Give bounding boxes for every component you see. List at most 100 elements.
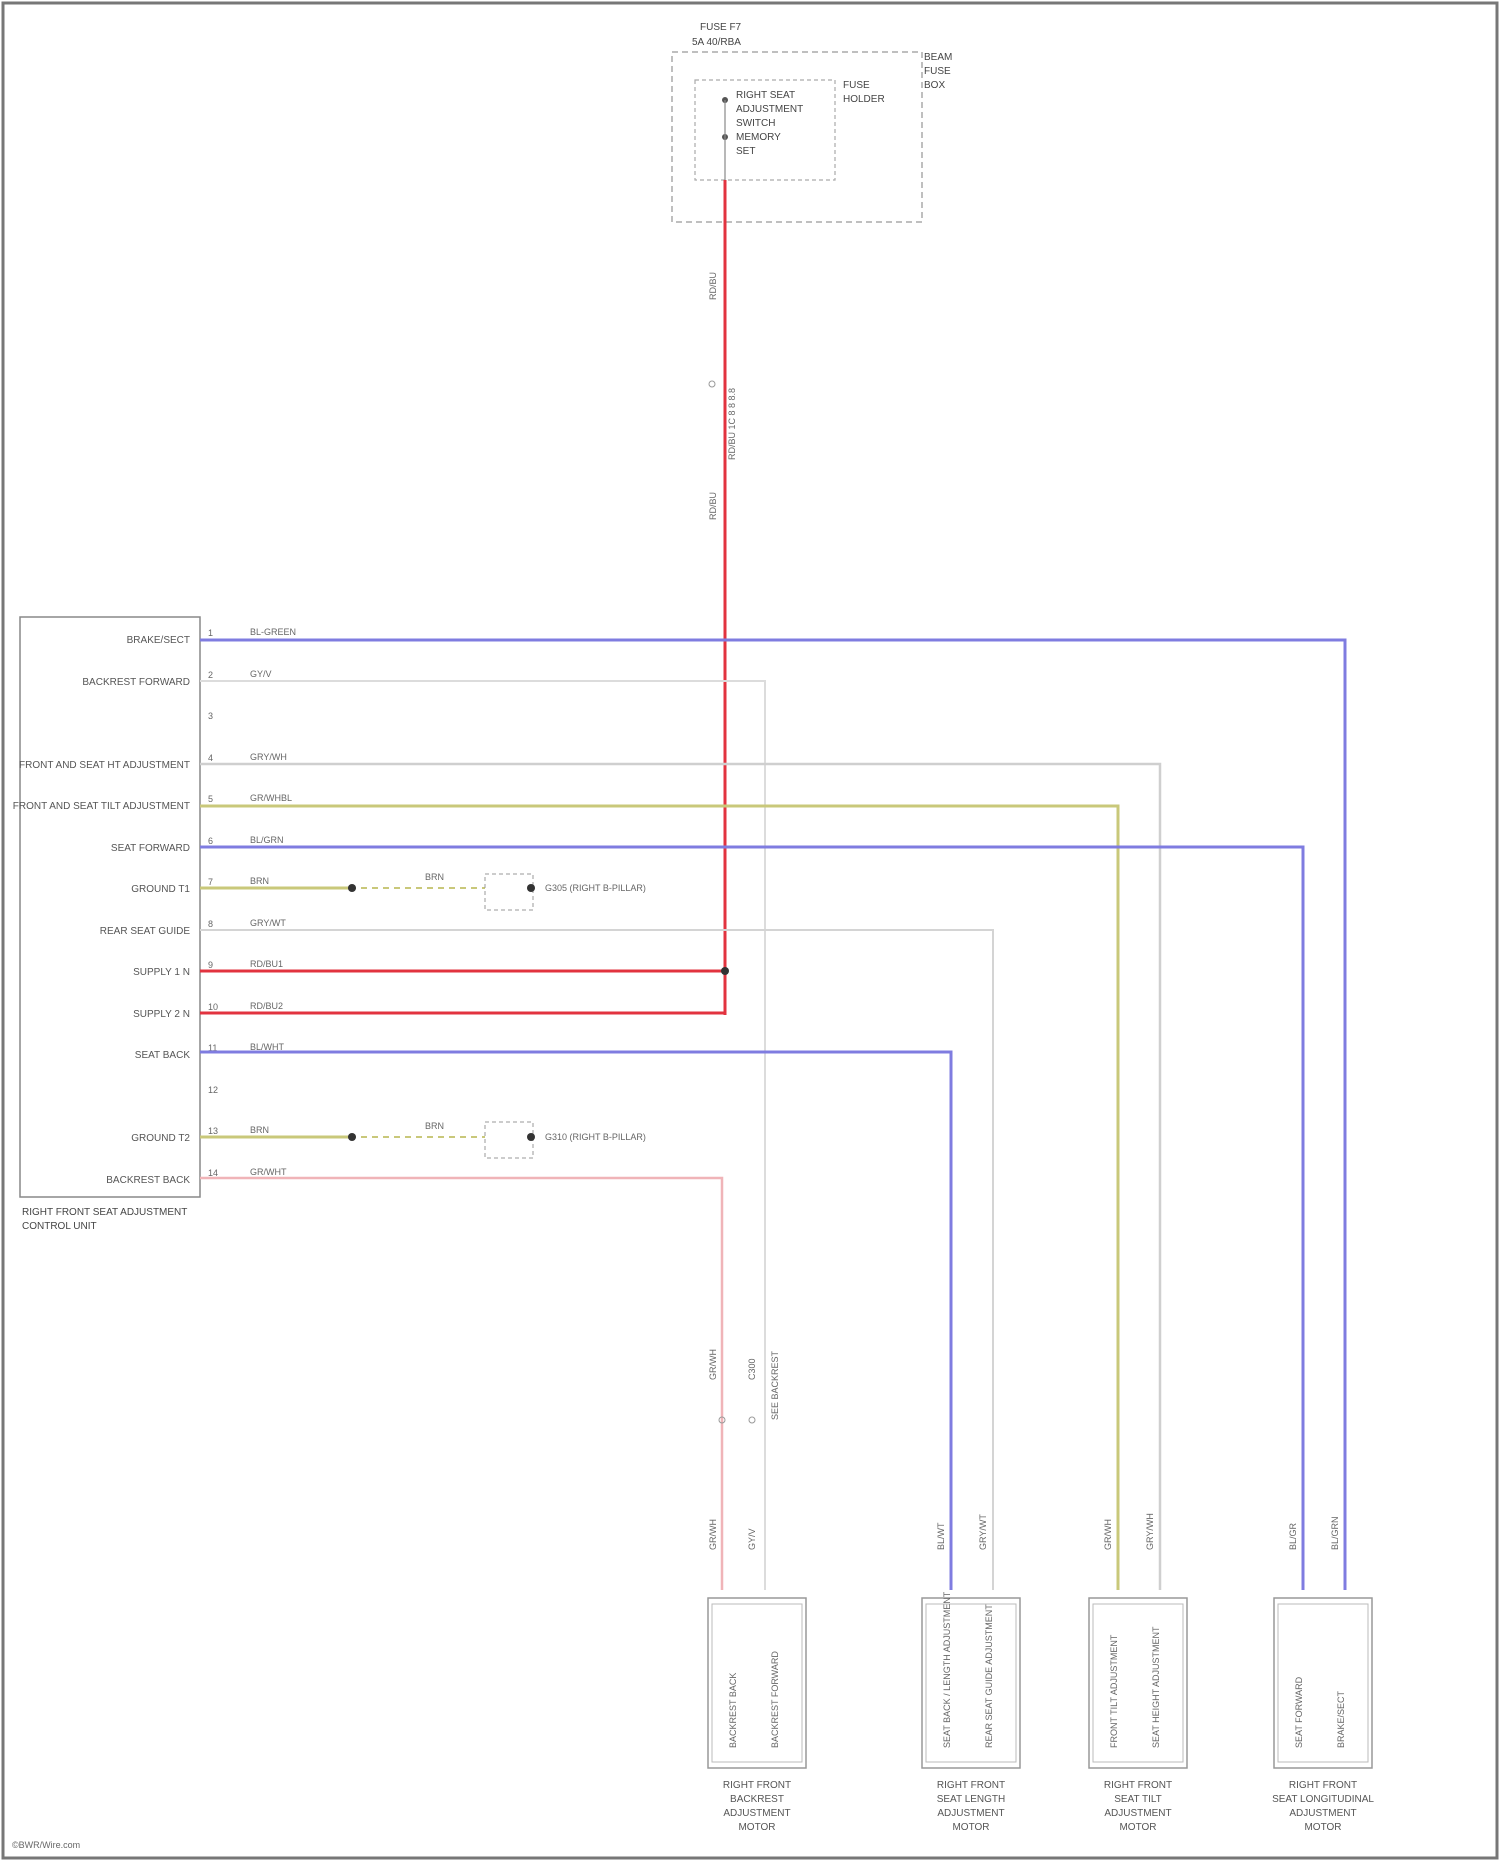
pin-wire-color: BRN — [250, 1125, 269, 1135]
motor-component: BACKREST BACK BACKREST FORWARD RIGHT FRONT… — [708, 1598, 806, 1833]
riser-label-top: RD/BU — [708, 272, 718, 300]
pin-label: BACKREST FORWARD — [82, 677, 190, 688]
fuse-item-1: RIGHT SEAT — [736, 90, 795, 101]
ground-2-box — [485, 1122, 533, 1158]
motor-name-line: SEAT LONGITUDINAL — [1272, 1794, 1374, 1805]
control-unit-pin-row: FRONT AND SEAT HT ADJUSTMENT 4 GRY/WH — [19, 752, 287, 771]
pin-wire-color: GR/WHT — [250, 1167, 287, 1177]
motor-component: FRONT TILT ADJUSTMENT SEAT HEIGHT ADJUSTM… — [1089, 1598, 1187, 1833]
pin-wire-color: GR/WHBL — [250, 793, 292, 803]
motor-name-line: BACKREST — [730, 1794, 784, 1805]
pin-number: 4 — [208, 753, 213, 763]
pin-label: GROUND T2 — [131, 1133, 190, 1144]
control-unit-pin-row: BACKREST BACK 14 GR/WHT — [106, 1167, 287, 1186]
pin-label: REAR SEAT GUIDE — [100, 926, 191, 937]
pin-wire-color: BRN — [250, 876, 269, 886]
ground-2-wire-label: BRN — [425, 1121, 444, 1131]
motor-name-line: MOTOR — [738, 1822, 775, 1833]
pin-number: 5 — [208, 794, 213, 804]
motor-name-line: ADJUSTMENT — [937, 1808, 1004, 1819]
fuse-holder-label-2: HOLDER — [843, 94, 885, 105]
pin-number: 10 — [208, 1002, 218, 1012]
pin-label: FRONT AND SEAT HT ADJUSTMENT — [19, 760, 190, 771]
ground-1-label: G305 (RIGHT B-PILLAR) — [545, 883, 646, 893]
pin-label: SEAT FORWARD — [111, 843, 190, 854]
fuse-box-outline — [672, 52, 922, 222]
motor-pin-label: BACKREST FORWARD — [770, 1651, 780, 1748]
fuse-item-2: ADJUSTMENT — [736, 104, 803, 115]
pin-label: SEAT BACK — [135, 1050, 191, 1061]
riser-label-mid: RD/BU 1C 8 8 8.8 — [727, 388, 737, 460]
pin-number: 12 — [208, 1085, 218, 1095]
motor-name-line: ADJUSTMENT — [1104, 1808, 1171, 1819]
motor-inner-box — [926, 1604, 1016, 1762]
pin-wire-color: GY/V — [250, 669, 272, 679]
pin-label: SUPPLY 1 N — [133, 967, 190, 978]
ground-2-point — [527, 1133, 535, 1141]
control-unit-pin-row: 12 — [208, 1085, 218, 1095]
pink-joint-note: SEE BACKREST — [770, 1350, 780, 1420]
motor-pin-label: BACKREST BACK — [728, 1673, 738, 1748]
m2-blue-label: BL/WT — [936, 1522, 946, 1550]
pin-label: BACKREST BACK — [106, 1175, 190, 1186]
wire-olive-tilt — [200, 806, 1118, 1590]
motor-pin-label: SEAT FORWARD — [1294, 1676, 1304, 1748]
ground-1-point — [527, 884, 535, 892]
motor-name-line: RIGHT FRONT — [723, 1780, 791, 1791]
control-unit-pin-row: BACKREST FORWARD 2 GY/V — [82, 669, 271, 688]
motor-name-line: MOTOR — [952, 1822, 989, 1833]
ground-1-wire-label: BRN — [425, 872, 444, 882]
motor-pin-label: SEAT HEIGHT ADJUSTMENT — [1151, 1626, 1161, 1748]
ground-2-label: G310 (RIGHT B-PILLAR) — [545, 1132, 646, 1142]
fuse-item-3: SWITCH — [736, 118, 775, 129]
pink-upper-label: GR/WH — [708, 1349, 718, 1380]
riser-label-bottom: RD/BU — [708, 492, 718, 520]
m4-blue-label: BL/GR — [1288, 1522, 1298, 1550]
fuse-id: FUSE F7 — [700, 22, 742, 33]
pin-number: 14 — [208, 1168, 218, 1178]
pin-number: 7 — [208, 877, 213, 887]
motor-box — [1274, 1598, 1372, 1768]
motor-box — [922, 1598, 1020, 1768]
fuse-holder-label-1: FUSE — [843, 80, 870, 91]
fuse-box-note-1: BEAM — [924, 52, 952, 63]
pin-wire-color: GRY/WH — [250, 752, 287, 762]
pin-number: 2 — [208, 670, 213, 680]
control-unit-pin-row: 3 — [208, 711, 213, 721]
pin-number: 13 — [208, 1126, 218, 1136]
motor-pin-label: FRONT TILT ADJUSTMENT — [1109, 1634, 1119, 1748]
control-unit-pin-row: FRONT AND SEAT TILT ADJUSTMENT5GR/WHBL — [13, 793, 292, 812]
fuse-box-note-2: FUSE — [924, 66, 951, 77]
motor-inner-box — [1093, 1604, 1183, 1762]
motor-box — [1089, 1598, 1187, 1768]
pin-wire-color: BL-GREEN — [250, 627, 296, 637]
ground-2-splice — [348, 1133, 356, 1141]
pin-label: GROUND T1 — [131, 884, 190, 895]
gray-lower-label: GY/V — [747, 1528, 757, 1550]
ground-1-box — [485, 874, 533, 910]
wires — [200, 640, 1345, 1590]
fuse-rating: 5A 40/RBA — [692, 37, 741, 48]
motor-name-line: RIGHT FRONT — [1104, 1780, 1172, 1791]
motor-name-line: ADJUSTMENT — [1289, 1808, 1356, 1819]
pin-label: BRAKE/SECT — [127, 635, 190, 646]
m3-gray-label: GRY/WH — [1145, 1513, 1155, 1550]
fuse-box: FUSE F7 5A 40/RBA BEAM FUSE BOX FUSE HOL… — [672, 22, 952, 222]
motor-pin-label: SEAT BACK / LENGTH ADJUSTMENT — [942, 1591, 952, 1748]
wire-pink-backrest-back — [200, 1178, 722, 1590]
pin-number: 6 — [208, 836, 213, 846]
motor-name-line: MOTOR — [1304, 1822, 1341, 1833]
motors: BACKREST BACK BACKREST FORWARD RIGHT FRONT… — [708, 1591, 1374, 1833]
fuse-item-4: MEMORY — [736, 132, 781, 143]
fuse-box-note-3: BOX — [924, 80, 945, 91]
m2-gray-label: GRY/WT — [978, 1514, 988, 1550]
supply-splice — [721, 967, 729, 975]
control-unit-pin-row: REAR SEAT GUIDE8GRY/WT — [100, 918, 287, 937]
